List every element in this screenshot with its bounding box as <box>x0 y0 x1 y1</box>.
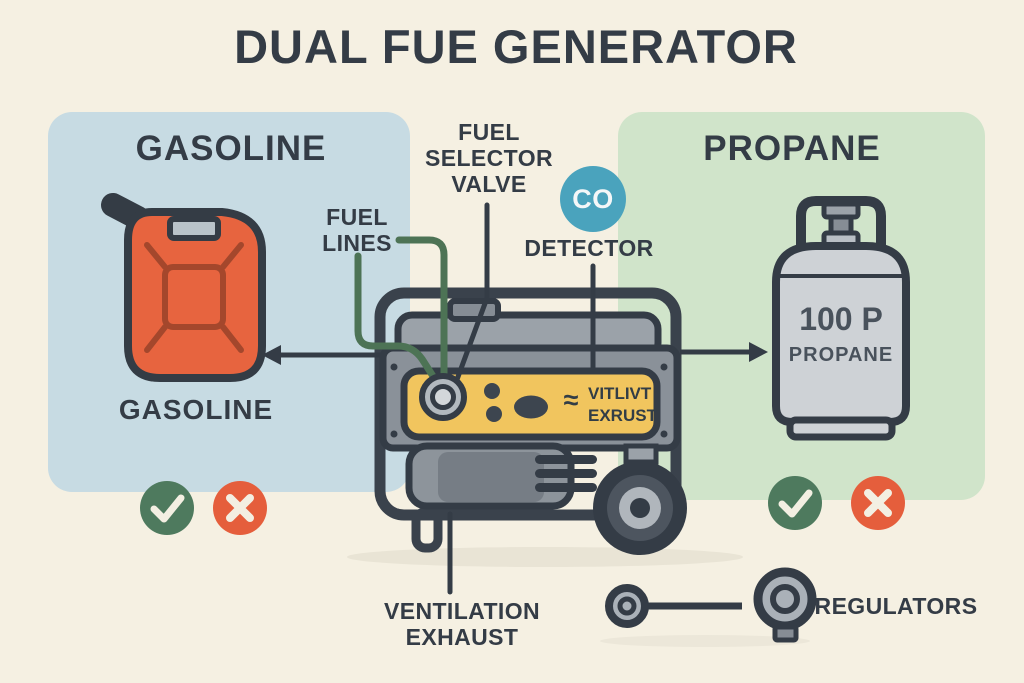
axle-bracket <box>623 443 659 465</box>
gasoline-header: GASOLINE <box>135 129 327 168</box>
co-badge-text: CO <box>572 183 614 214</box>
regulator-shadow <box>600 635 810 647</box>
gasoline-cross-icon <box>213 481 267 535</box>
detector-label: DETECTOR <box>524 235 654 261</box>
wheel-icon <box>593 461 687 555</box>
panel-text-line1: VITLIVT <box>588 384 652 403</box>
vent-slots <box>535 455 597 492</box>
panel-symbol: ≈ <box>564 385 579 415</box>
arrow-to-gasoline <box>262 345 382 365</box>
gasoline-check-icon <box>140 481 194 535</box>
co-badge-icon: CO <box>560 166 626 232</box>
fl-line1: FUEL <box>326 204 388 230</box>
regulators-label: REGULATORS <box>814 593 978 619</box>
tank-label-size: 100 P <box>799 301 883 337</box>
gasoline-can-icon <box>101 193 266 382</box>
fuel-lines-label: FUEL LINES <box>322 204 392 256</box>
regulators-icon <box>605 567 817 643</box>
ve-line2: EXHAUST <box>405 624 519 650</box>
propane-cross-icon <box>851 476 905 530</box>
panel-buttons <box>484 383 548 422</box>
ventilation-exhaust-label: VENTILATION EXHAUST <box>384 598 540 650</box>
fuel-selector-valve-label: FUEL SELECTOR VALVE <box>425 119 553 197</box>
fl-line2: LINES <box>322 230 392 256</box>
generator-shadow <box>347 547 743 567</box>
fuel-selector-leader-line <box>452 202 490 388</box>
panel-text-line2: EXRUST <box>588 406 658 425</box>
rivets <box>390 363 668 438</box>
generator-leg <box>411 507 443 553</box>
fuel-lines-illustration <box>354 236 448 388</box>
propane-check-icon <box>768 476 822 530</box>
fuel-cap-icon <box>447 298 501 322</box>
tank-label-propane: PROPANE <box>789 344 893 366</box>
fsv-line1: FUEL <box>458 119 520 145</box>
fsv-line3: VALVE <box>451 171 527 197</box>
ve-line1: VENTILATION <box>383 598 541 624</box>
engine-block-inner <box>438 452 544 502</box>
fuel-selector-dial <box>419 373 467 421</box>
page-title: DUAL FUE GENERATOR <box>234 20 798 73</box>
propane-tank-icon: 100 P PROPANE <box>772 196 910 441</box>
arrow-to-propane <box>680 342 768 362</box>
propane-header: PROPANE <box>703 129 881 168</box>
fsv-line2: SELECTOR <box>424 145 554 171</box>
gasoline-caption: GASOLINE <box>118 394 274 425</box>
